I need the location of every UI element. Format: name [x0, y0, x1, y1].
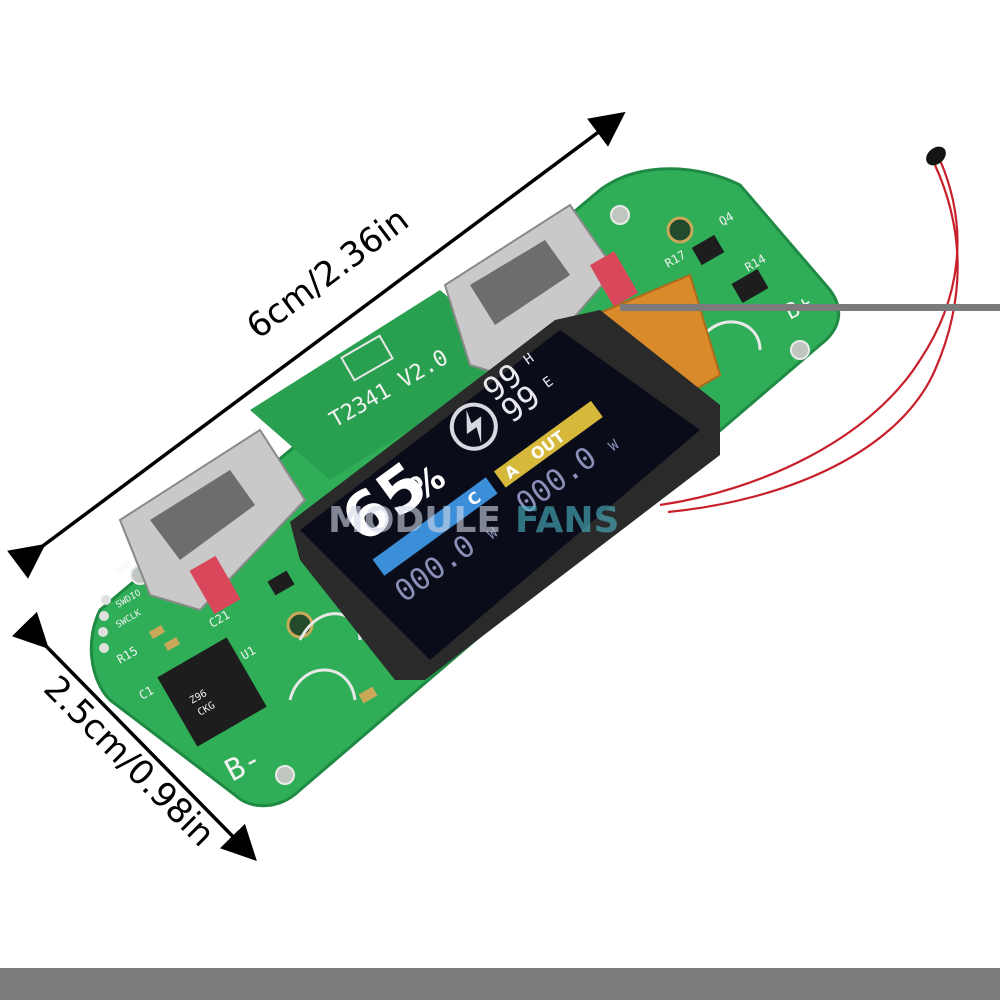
lcd-module: 65 % 99 H 99 E C A OUT 000.0 W 000.0 W [290, 310, 720, 680]
bottom-bar [0, 968, 1000, 1000]
q4-label: Q4 [717, 209, 737, 228]
thermistor-wire [659, 146, 959, 514]
charging-bolt-icon [449, 402, 498, 451]
watermark-part1: MODULE [328, 500, 501, 541]
output-bar [493, 400, 603, 488]
watermark-part2: FANS [515, 500, 619, 541]
length-arrow [7, 111, 626, 579]
c1-label: C1 [137, 683, 157, 702]
mount-hole [790, 340, 810, 360]
mcu-chip: Z96 CKG [157, 637, 267, 747]
mount-hole [610, 205, 630, 225]
watermark: MODULE FANS [328, 500, 619, 541]
width-arrow [11, 611, 257, 861]
edge-strip [620, 304, 1000, 311]
solder-pad [666, 216, 694, 244]
mount-hole [275, 765, 295, 785]
u1-label: U1 [239, 643, 259, 662]
test-pads [98, 595, 111, 653]
usb-port-lower [118, 428, 307, 615]
usb-port-upper [443, 203, 639, 382]
lcd-screen [300, 330, 700, 660]
input-bar [372, 477, 498, 576]
smd-components [148, 234, 769, 704]
thermistor-probe [926, 146, 946, 166]
